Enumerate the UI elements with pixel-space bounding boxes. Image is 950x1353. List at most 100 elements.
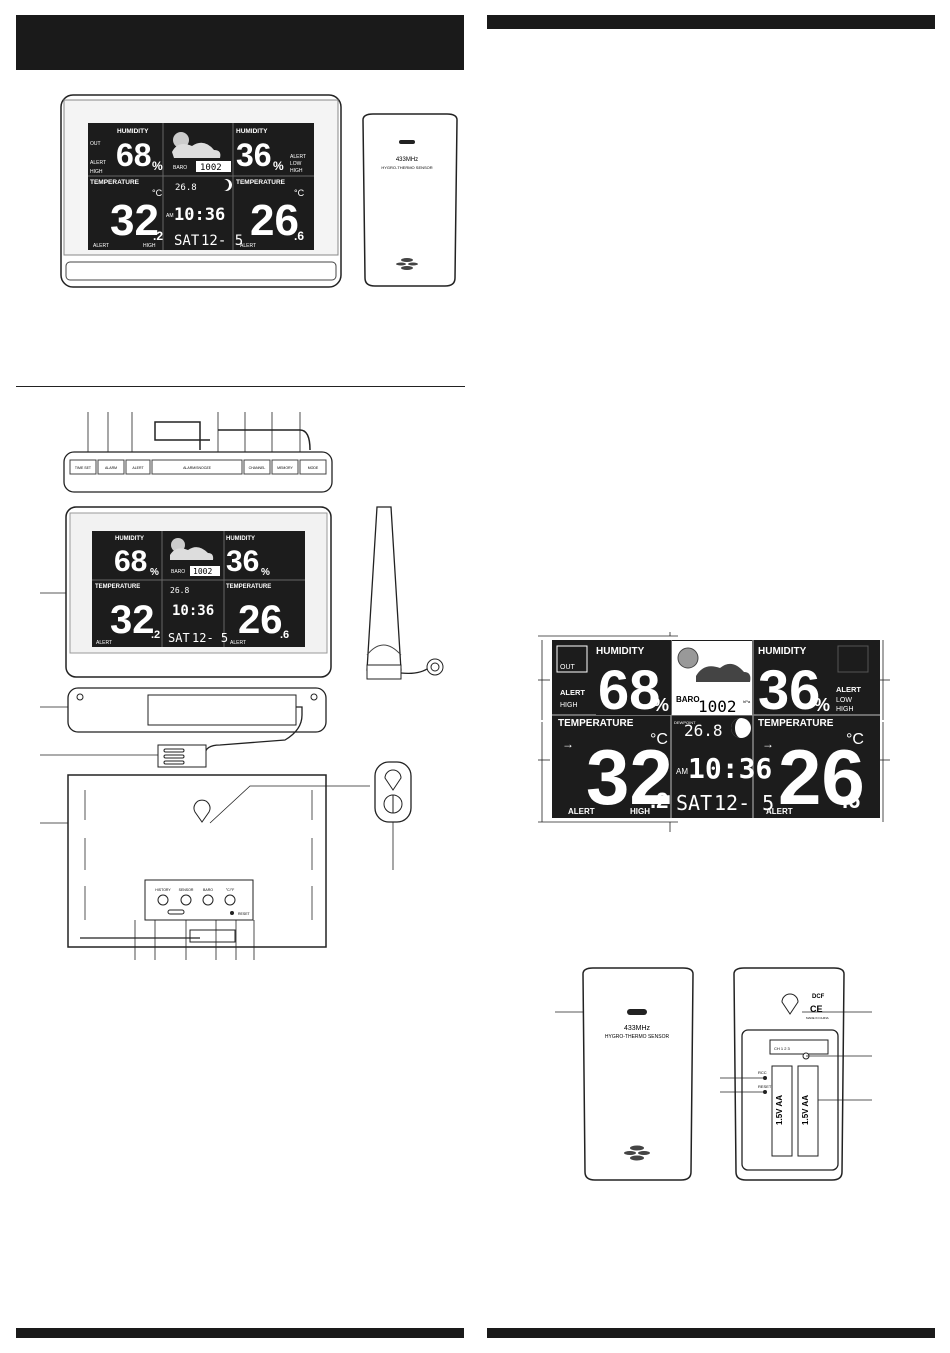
- lcd-in-temp-dec: .6: [294, 229, 304, 243]
- sensor-front-large: 433MHz HYGRO-THERMO SENSOR: [555, 967, 694, 1181]
- big-lcd-in-percent: %: [814, 695, 830, 715]
- lcd-in-humidity-label: HUMIDITY: [236, 128, 268, 135]
- sensor-name-large: HYGRO-THERMO SENSOR: [605, 1034, 670, 1040]
- big-lcd-baro-value: 1002: [698, 697, 737, 716]
- btn-label-alarm-snooze: ALARM/SNOOZE: [183, 466, 211, 470]
- big-lcd-in-temp-label: TEMPERATURE: [758, 718, 834, 729]
- lcd-alert-label-3: ALERT: [93, 243, 109, 249]
- big-lcd-alert-1: ALERT: [560, 688, 585, 697]
- station-side-view: [366, 506, 444, 680]
- header-bar-left: [16, 15, 464, 70]
- station-front-labeled: HUMIDITY 68 % 1002 BARO HUMIDITY 36 % TE…: [40, 506, 332, 678]
- big-lcd-out-deg: °C: [650, 731, 668, 748]
- lcd2-out-humidity-label: HUMIDITY: [115, 536, 144, 542]
- lcd2-in-percent: %: [261, 567, 270, 578]
- lcd-high-label-2: HIGH: [290, 168, 303, 174]
- lcd2-out-temp-label: TEMPERATURE: [95, 584, 140, 590]
- big-lcd-alert-3: ALERT: [568, 807, 595, 816]
- big-lcd-high-1: HIGH: [560, 702, 578, 709]
- sensor-back-made: MADE IN CHINA: [806, 1016, 829, 1020]
- big-lcd-out-label: OUT: [560, 664, 576, 671]
- big-lcd-out-percent: %: [653, 695, 669, 715]
- lcd-alert-label-4: ALERT: [240, 243, 256, 249]
- lcd2-out-temp-dec: .2: [151, 629, 160, 641]
- lcd-in-temp-label: TEMPERATURE: [236, 179, 286, 186]
- big-lcd-dewpoint-value: 26.8: [684, 721, 723, 740]
- lcd-date: 12- 5: [201, 233, 243, 249]
- lcd-out-humidity-label: HUMIDITY: [117, 128, 149, 135]
- big-lcd-trend-arrow-out: →: [562, 737, 574, 751]
- lcd-in-humidity: 36: [236, 137, 272, 173]
- sensor-freq-large: 433MHz: [624, 1025, 651, 1032]
- lcd-low-label-1: LOW: [290, 161, 302, 167]
- back-label-baro: BARO: [203, 888, 213, 892]
- back-label-sensor: SENSOR: [179, 888, 194, 892]
- lcd2-in-temp-label: TEMPERATURE: [226, 584, 271, 590]
- sensor-back-channel: CH 1 2 3: [774, 1046, 791, 1051]
- big-lcd-alert-2: ALERT: [836, 685, 861, 694]
- big-lcd-trend-arrow-in: →: [762, 737, 774, 751]
- btn-label-time-set: TIME SET: [75, 466, 92, 470]
- big-lcd-high-2: HIGH: [836, 706, 854, 713]
- sensor-battery-2: 1.5V AA: [801, 1095, 810, 1125]
- station-bottom-view: [40, 687, 327, 768]
- btn-label-alarm: ALARM: [105, 466, 117, 470]
- big-lcd-am: AM: [676, 767, 688, 776]
- lcd-detail-figure: OUT ALERT HIGH HUMIDITY 68 % BARO 1002 h…: [538, 632, 890, 832]
- lcd-in-deg: °C: [294, 188, 305, 198]
- btn-label-mode: MODE: [308, 466, 319, 470]
- lcd2-in-temp: 26: [238, 598, 283, 642]
- lcd2-in-humidity-label: HUMIDITY: [226, 536, 255, 542]
- sensor-back-large: DCF CE MADE IN CHINA CH 1 2 3 RCC RESET …: [720, 967, 872, 1181]
- big-lcd-out-humidity-label: HUMIDITY: [596, 646, 645, 657]
- lcd-out-label: OUT: [90, 141, 101, 147]
- lcd-in-percent: %: [273, 159, 284, 173]
- big-lcd-baro-label: BARO: [676, 695, 700, 704]
- lcd2-in-temp-dec: .6: [280, 629, 289, 641]
- station-front-figure: HUMIDITY OUT ALERT HIGH 68 % BARO 1002 H…: [60, 94, 342, 288]
- big-lcd-in-temp: 26: [778, 733, 865, 821]
- big-lcd-out-humidity: 68: [598, 658, 660, 721]
- sensor-back-dcf: DCF: [812, 994, 825, 1000]
- lcd2-out-temp: 32: [110, 598, 155, 642]
- lcd2-baro-value: 1002: [193, 567, 212, 576]
- big-lcd-in-temp-dec: .6: [842, 788, 860, 813]
- lcd-out-humidity: 68: [116, 137, 152, 173]
- big-lcd-out-temp: 32: [586, 733, 673, 821]
- sensor-name-small: HYGRO-THERMO SENSOR: [381, 165, 432, 170]
- sensor-back-rcc: RCC: [758, 1070, 767, 1075]
- lcd-out-temp: 32: [110, 196, 159, 245]
- lcd-out-temp-dec: .2: [153, 229, 163, 243]
- lcd-out-temp-label: TEMPERATURE: [90, 179, 140, 186]
- sensor-front-figure-small: 433MHz HYGRO-THERMO SENSOR: [362, 113, 458, 287]
- big-lcd-in-humidity-label: HUMIDITY: [758, 646, 807, 657]
- back-label-unit: °C/°F: [226, 888, 234, 892]
- lcd2-out-percent: %: [150, 567, 159, 578]
- lcd-baro-label: BARO: [173, 165, 187, 171]
- big-lcd-out-temp-label: TEMPERATURE: [558, 718, 634, 729]
- sensor-back-ce: CE: [810, 1004, 823, 1014]
- btn-label-channel: CHANNEL: [249, 466, 266, 470]
- sensor-battery-1: 1.5V AA: [775, 1095, 784, 1125]
- lcd-in-temp: 26: [250, 196, 299, 245]
- lcd2-time: 10:36: [172, 603, 214, 619]
- lcd2-in-humidity: 36: [226, 545, 259, 578]
- lcd-out-percent: %: [152, 159, 163, 173]
- sensor-freq-small: 433MHz: [396, 157, 418, 163]
- lcd2-baro-label: BARO: [171, 569, 185, 575]
- lcd-out-deg: °C: [152, 188, 163, 198]
- big-lcd-high-3: HIGH: [630, 807, 650, 816]
- big-lcd-dewpoint-label: DEWPOINT: [674, 720, 696, 725]
- back-label-history: HISTORY: [155, 888, 171, 892]
- lcd2-out-humidity: 68: [114, 545, 147, 578]
- lcd-day: SAT: [174, 233, 200, 249]
- btn-label-memory: MEMORY: [277, 466, 293, 470]
- lcd-am: AM: [166, 213, 174, 219]
- header-bar-right: [487, 15, 935, 29]
- footer-bar-left: [16, 1328, 464, 1338]
- lcd2-dewpoint: 26.8: [170, 586, 189, 595]
- section-divider: [16, 386, 465, 387]
- big-lcd-out-temp-dec: .2: [650, 788, 668, 813]
- big-lcd-time: 10:36: [688, 752, 772, 785]
- lcd-high-label-1: HIGH: [90, 169, 103, 175]
